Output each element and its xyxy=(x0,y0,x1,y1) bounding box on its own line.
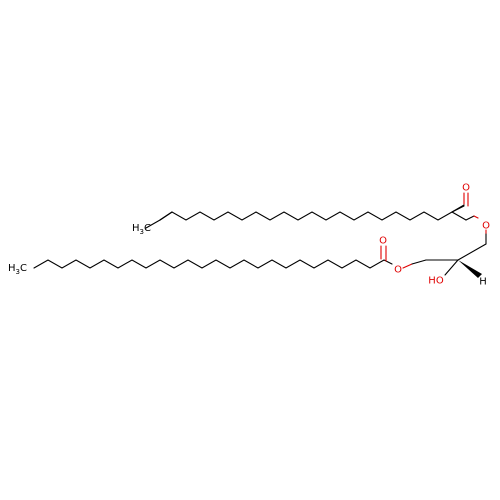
upper-chain-bonds xyxy=(145,205,465,229)
hydroxyl-label: HO xyxy=(428,276,444,287)
lower-carbonyl-oxygen-label: O xyxy=(379,236,387,247)
stereo-hydrogen-label: H xyxy=(479,277,487,288)
upper-carbonyl-c-to-o xyxy=(465,215,475,221)
upper-carbonyl-oxygen-label: O xyxy=(462,183,470,194)
upper-carbonyl-bond-1 xyxy=(451,204,465,213)
chiral-to-upper-ch2 xyxy=(457,243,487,261)
atom-labels: O O O O HO H H3C H3C xyxy=(8,183,490,288)
upper-ester-oxygen-label: O xyxy=(482,221,490,232)
lower-ester-oxygen-label: O xyxy=(394,265,402,276)
lower-ester-o-to-ch2 xyxy=(402,263,413,269)
lower-terminal-methyl-label: H3C xyxy=(8,263,27,276)
stereo-wedge xyxy=(458,260,482,278)
upper-branch-to-methyl xyxy=(159,211,173,221)
chiral-to-hydroxyl xyxy=(444,259,459,276)
upper-c-to-carbonyl xyxy=(451,211,467,221)
lower-chain-bonds xyxy=(33,259,393,269)
glycerol-backbone xyxy=(402,233,487,278)
lower-acyl-chain xyxy=(33,245,393,269)
upper-acyl-chain xyxy=(145,192,487,235)
lower-ch2-bond xyxy=(411,259,427,265)
upper-ester-o-bond-a xyxy=(473,215,479,219)
upper-terminal-methyl-label: H3C xyxy=(132,223,151,236)
